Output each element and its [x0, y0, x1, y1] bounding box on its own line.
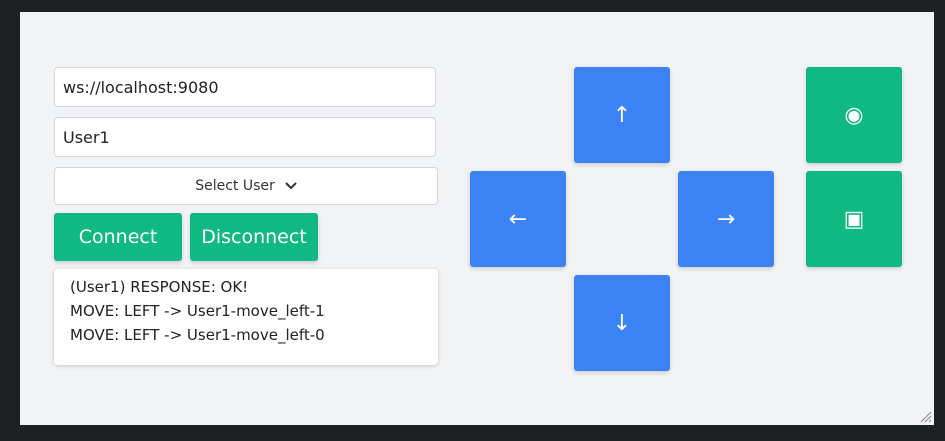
log-line: MOVE: LEFT -> User1-move_left-0: [70, 326, 325, 344]
move-left-button[interactable]: ←: [470, 171, 566, 267]
user-select-label: Select User: [195, 178, 275, 194]
arrow-down-icon: ↓: [612, 310, 632, 336]
record-icon: ◉: [844, 102, 864, 128]
move-up-button[interactable]: ↑: [574, 67, 670, 163]
connect-button[interactable]: Connect: [54, 213, 182, 261]
move-right-button[interactable]: →: [678, 171, 774, 267]
action-primary-button[interactable]: ◉: [806, 67, 902, 163]
log-line: (User1) RESPONSE: OK!: [70, 278, 249, 296]
message-log[interactable]: (User1) RESPONSE: OK! MOVE: LEFT -> User…: [54, 269, 438, 365]
message-log-content: (User1) RESPONSE: OK! MOVE: LEFT -> User…: [70, 275, 428, 347]
chevron-down-icon: [285, 182, 297, 189]
disconnect-button[interactable]: Disconnect: [190, 213, 318, 261]
server-url-input[interactable]: [54, 67, 436, 107]
arrow-up-icon: ↑: [612, 102, 632, 128]
resize-grip-icon[interactable]: [920, 411, 932, 423]
arrow-right-icon: →: [716, 206, 736, 232]
action-secondary-button[interactable]: ▣: [806, 171, 902, 267]
user-select[interactable]: Select User: [54, 167, 438, 205]
log-line: MOVE: LEFT -> User1-move_left-1: [70, 302, 325, 320]
username-input[interactable]: [54, 117, 436, 157]
arrow-left-icon: ←: [508, 206, 528, 232]
app-frame: Select User Connect Disconnect (User1) R…: [20, 12, 934, 425]
square-icon: ▣: [843, 206, 865, 232]
move-down-button[interactable]: ↓: [574, 275, 670, 371]
